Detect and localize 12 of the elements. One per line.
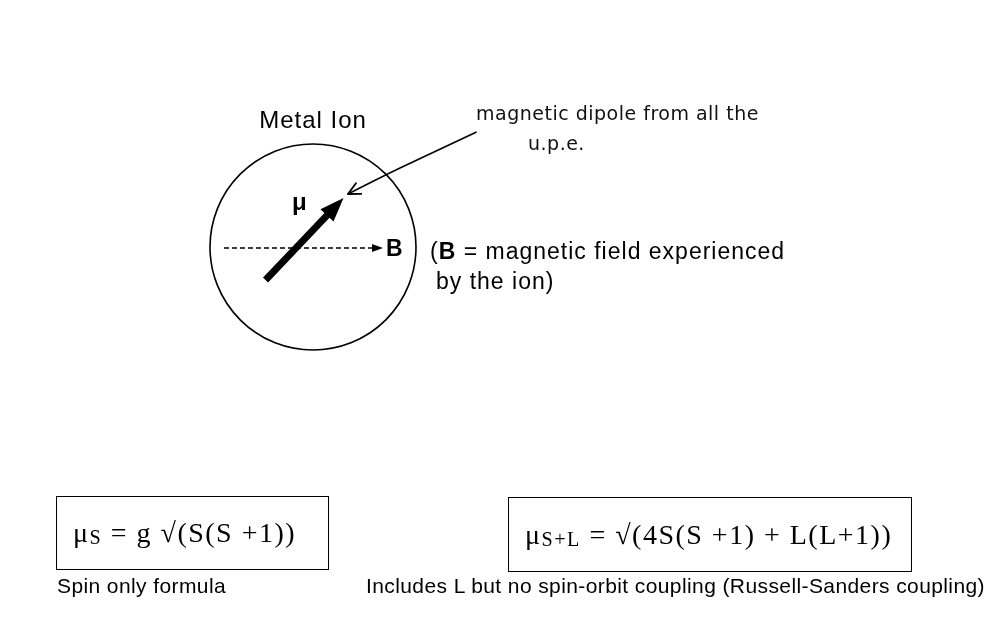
formula: μ$_{S}$ = g √(S(S +1)) (73, 516, 297, 550)
handwritten-note: magnetic dipole from all the u.p.e. (476, 98, 776, 158)
circle-title: Metal Ion (259, 106, 367, 134)
formula-caption: Spin only formula (57, 574, 227, 598)
field-symbol: B (386, 235, 403, 262)
formula-box (56, 496, 329, 570)
formula-box (508, 497, 912, 572)
dipole-symbol: μ (292, 188, 307, 216)
leader-arrow (347, 131, 477, 195)
formula-caption: Includes L but no spin-orbit coupling (Russell-Sanders coupling) (366, 574, 985, 598)
formula: μ$_{S+L}$ = √(4S(S +1) + L(L+1)) (525, 517, 893, 552)
field-note: (B = magnetic field experienced by the ion) (430, 237, 787, 296)
